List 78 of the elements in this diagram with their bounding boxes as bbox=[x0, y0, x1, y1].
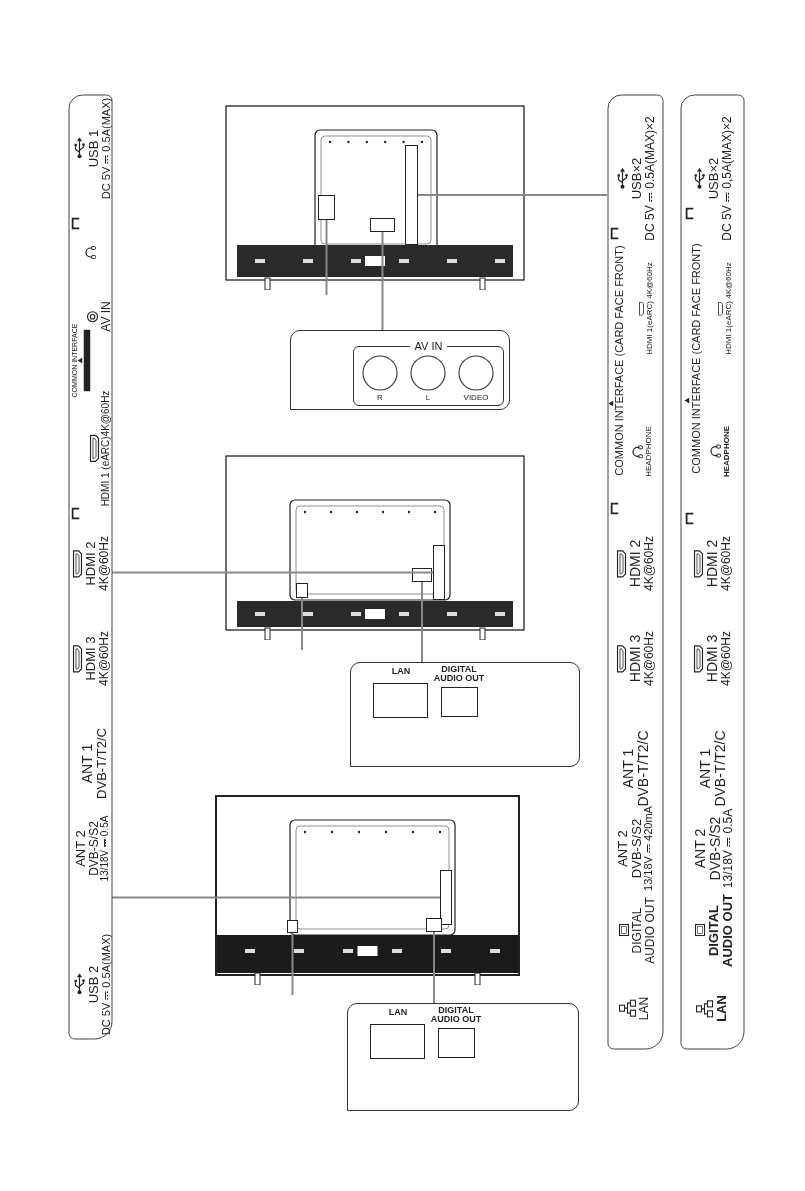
port-label: LAN bbox=[714, 995, 728, 1022]
port-label: HDMI 2 bbox=[627, 539, 642, 588]
port-label: USB 2 bbox=[86, 965, 100, 1004]
port-label: DIGITAL AUDIO OUT bbox=[430, 1006, 482, 1025]
leader-line bbox=[291, 932, 294, 996]
leader-line bbox=[111, 571, 434, 574]
spec-text: DVB-T/T2/C bbox=[711, 730, 727, 807]
leader-line bbox=[433, 931, 435, 1004]
port-label: ANT 2 bbox=[692, 828, 707, 869]
port-label: LAN bbox=[390, 667, 412, 677]
port-label: DIGITAL AUDIO OUT bbox=[630, 896, 656, 966]
spec-text: DVB-T/T2/C bbox=[93, 728, 108, 799]
port-label: DIGITAL AUDIO OUT bbox=[433, 665, 485, 684]
inset-panel bbox=[347, 1003, 579, 1111]
socket-label: VIDEO bbox=[463, 394, 489, 402]
spec-text: DC 5V ⎓ 0,5A(MAX)×2 bbox=[719, 116, 733, 241]
port-box bbox=[405, 145, 418, 245]
port-box bbox=[296, 583, 308, 598]
spec-text: DVB-S/S2 bbox=[86, 821, 100, 876]
spec-text: DVB-S/S2 bbox=[628, 818, 643, 879]
port-label: DIGITAL AUDIO OUT bbox=[706, 893, 734, 969]
port-label: HDMI 1(eARC) 4K@60Hz bbox=[645, 262, 654, 355]
port-label: HEADPHONE bbox=[644, 426, 653, 477]
spec-text: DVB-T/T2/C bbox=[634, 730, 650, 807]
port-box bbox=[433, 545, 445, 600]
port-label: LAN bbox=[637, 996, 650, 1021]
spec-text: 4K@60Hz bbox=[96, 631, 110, 686]
port-label: HDMI 3 bbox=[704, 634, 719, 683]
port-label: ANT 2 bbox=[73, 830, 87, 867]
port-label: HEADPHONE bbox=[722, 425, 731, 478]
port-box bbox=[426, 918, 442, 932]
port-label: LAN bbox=[387, 1008, 409, 1018]
port-box bbox=[287, 920, 298, 933]
port-box bbox=[318, 195, 335, 220]
port-box bbox=[440, 870, 452, 925]
leader-line bbox=[301, 597, 303, 651]
port-label: HDMI 1(eARC) 4K@60Hz bbox=[724, 262, 733, 355]
connector-panel bbox=[680, 94, 744, 1050]
leader-line bbox=[325, 219, 328, 296]
spec-text: DVB-S/S2 bbox=[706, 816, 722, 881]
spec-text: DC 5V ⎓ 0.5A(MAX)×2 bbox=[642, 116, 656, 241]
port-label: HDMI 2 bbox=[704, 539, 719, 588]
spec-text: DC 5V ⎓ 0.5A(MAX) bbox=[99, 97, 112, 200]
leader-line bbox=[111, 896, 441, 899]
spec-text: 13/18V ⎓ 420mA bbox=[642, 806, 654, 891]
spec-text: DC 5V ⎓ 0.5A(MAX) bbox=[99, 933, 112, 1036]
leader-line bbox=[381, 231, 384, 331]
port-label: HDMI 3 bbox=[83, 636, 97, 681]
spec-text: 4K@60Hz bbox=[641, 536, 655, 591]
port-label: USB×2 bbox=[629, 157, 643, 200]
leader-line bbox=[421, 581, 423, 663]
socket-label: R bbox=[377, 394, 383, 402]
connector-panel bbox=[68, 94, 112, 1040]
spec-text: 4K@60Hz bbox=[718, 536, 732, 591]
port-label: HDMI 3 bbox=[627, 634, 642, 683]
spec-text: 13/18V ⎓ 0.5A bbox=[99, 815, 110, 882]
spec-text: 4K@60Hz bbox=[641, 631, 655, 686]
spec-text: 4K@60Hz bbox=[718, 631, 732, 686]
port-label: USB×2 bbox=[706, 157, 720, 200]
inset-panel bbox=[350, 662, 580, 767]
leader-line bbox=[417, 194, 608, 196]
port-label: USB 1 bbox=[86, 129, 100, 168]
port-label: HDMI 2 bbox=[83, 541, 97, 586]
socket-label: L bbox=[425, 394, 431, 402]
connector-panel bbox=[607, 94, 663, 1050]
port-label: COMMON INTERFACE (CARD FACE FRONT) bbox=[613, 245, 625, 476]
port-box bbox=[370, 218, 395, 232]
port-label: ANT 1 bbox=[79, 743, 94, 784]
port-label: ANT 2 bbox=[615, 830, 629, 867]
port-label: COMMON INTERFACE (CARD FACE FRONT) bbox=[690, 243, 702, 474]
section-heading: AV IN bbox=[409, 341, 448, 352]
port-label: AV IN bbox=[99, 301, 112, 332]
spec-text: 13/18V ⎓ 0.5A bbox=[721, 808, 734, 889]
port-label: ANT 1 bbox=[697, 748, 712, 789]
port-label: HDMI 1 (eARC)4K@60Hz bbox=[100, 390, 111, 507]
inset-panel bbox=[290, 330, 510, 410]
port-label: ANT 1 bbox=[620, 748, 635, 789]
spec-text: 4K@60Hz bbox=[96, 536, 110, 591]
